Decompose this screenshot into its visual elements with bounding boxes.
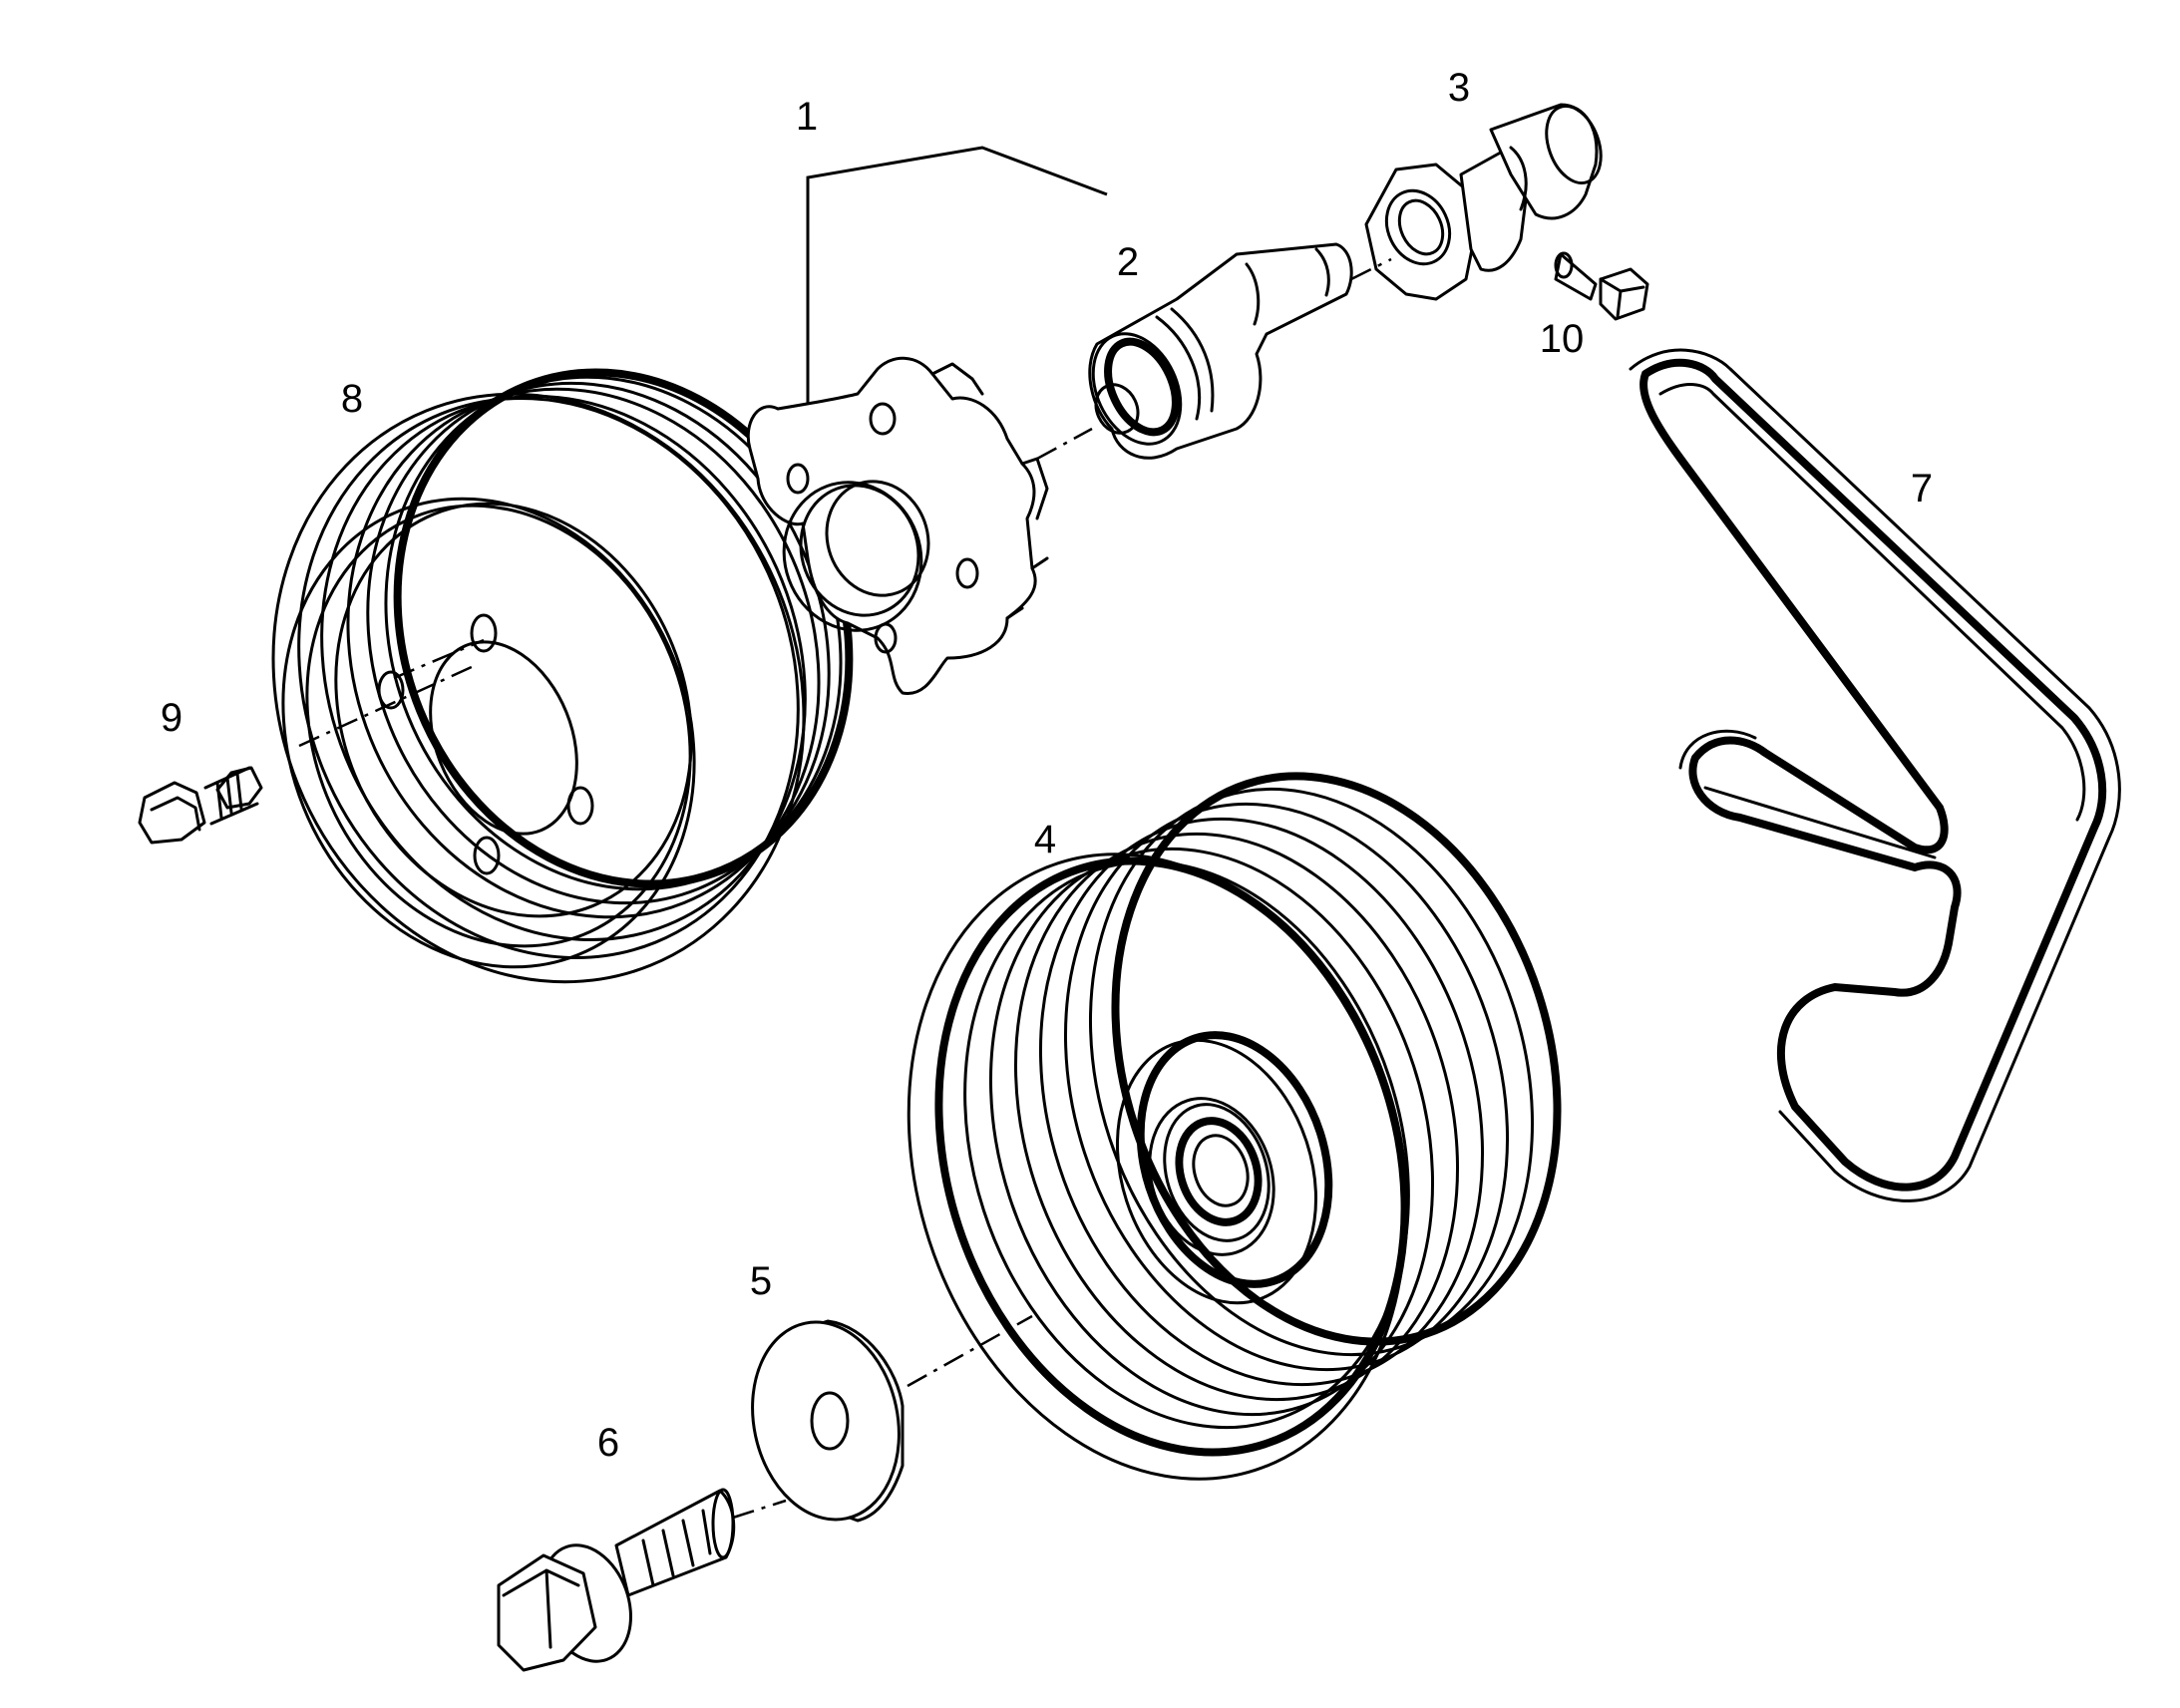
part-7-drive-belt [1629,348,2121,1202]
callout-9: 9 [160,696,183,740]
part-1-hub-flange [746,356,1049,695]
part-5-washer [751,1319,905,1523]
callout-8: 8 [340,377,364,421]
callout-4: 4 [1033,818,1057,861]
callout-7: 7 [1910,467,1934,511]
callout-3: 3 [1447,66,1471,110]
part-3-fitting [1364,103,1603,301]
part-6-bolt [497,1488,736,1672]
center-axes [298,257,1392,1520]
callout-1: 1 [795,95,819,139]
callout-10: 10 [1539,317,1585,361]
callout-5: 5 [749,1259,773,1303]
part-9-bolt [138,766,263,845]
callout-2: 2 [1116,240,1140,284]
callout-6: 6 [596,1421,620,1465]
part-2-shaft [1088,242,1353,460]
callout-1-leader [806,146,1108,404]
part-10-bolt [1554,251,1649,321]
part-4-idler-pulley [907,772,1562,1481]
